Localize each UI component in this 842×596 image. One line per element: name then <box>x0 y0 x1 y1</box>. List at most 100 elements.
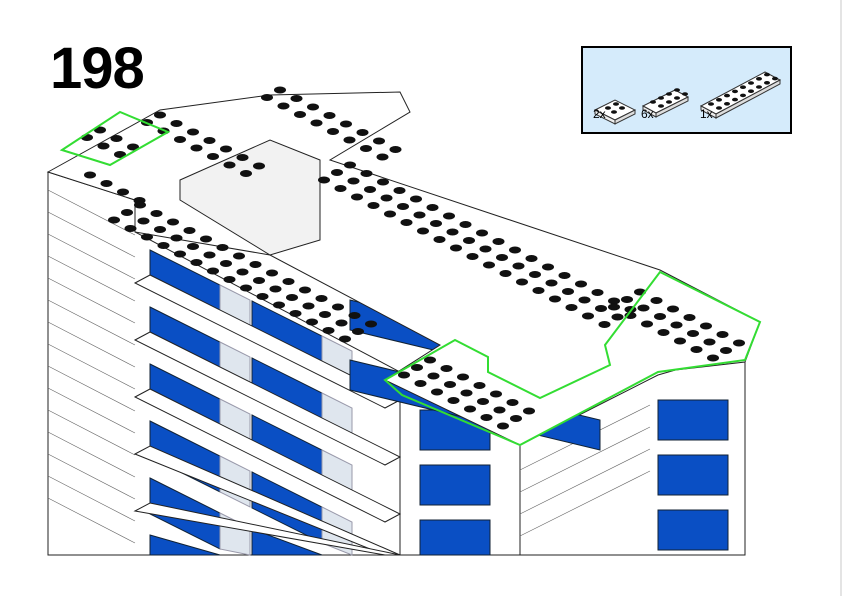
courtyard-opening <box>179 139 321 256</box>
stud <box>444 381 456 388</box>
stud <box>290 95 303 102</box>
window <box>657 399 729 441</box>
stud <box>683 314 696 321</box>
stud <box>667 305 679 313</box>
brick-line <box>47 453 136 500</box>
stud <box>315 295 328 302</box>
stud <box>506 399 519 406</box>
stud <box>360 170 373 177</box>
part-stud <box>658 104 664 108</box>
parts-callout: 2x 6x 1x <box>581 46 792 134</box>
brick-line <box>47 233 136 280</box>
stud <box>473 382 486 389</box>
stud <box>608 303 620 311</box>
parts-icons <box>593 71 782 125</box>
stud <box>200 235 212 243</box>
stud <box>492 238 505 245</box>
stud <box>621 296 633 303</box>
part-studs <box>605 72 778 114</box>
stud <box>670 321 683 329</box>
stud <box>410 195 422 203</box>
stud <box>273 301 285 309</box>
stud <box>190 144 203 152</box>
step-number: 198 <box>50 36 145 101</box>
part-stud <box>748 89 754 93</box>
stud <box>203 251 216 259</box>
stud <box>384 210 396 218</box>
part-stud <box>611 110 617 114</box>
stud <box>335 319 348 327</box>
part-stud <box>708 102 714 106</box>
stud <box>700 322 712 330</box>
stud <box>282 278 295 285</box>
stud <box>450 244 462 252</box>
stud <box>446 228 459 236</box>
stud <box>334 185 347 192</box>
brick-line <box>47 321 136 368</box>
stud <box>493 406 506 414</box>
stud <box>84 171 96 179</box>
stud <box>220 260 232 267</box>
stud <box>460 389 473 397</box>
stud <box>302 302 315 310</box>
stud <box>124 225 137 232</box>
stud <box>414 380 427 387</box>
part-stud <box>682 92 688 96</box>
stud <box>240 284 252 292</box>
stud <box>318 176 330 184</box>
stud <box>433 236 446 243</box>
stud <box>523 407 535 415</box>
stud <box>529 271 541 278</box>
stud <box>427 372 440 380</box>
stud <box>310 119 323 127</box>
part-stud <box>716 98 722 102</box>
stud <box>249 261 262 268</box>
stud <box>319 311 331 318</box>
stud <box>393 187 406 194</box>
stud <box>400 219 413 226</box>
brick-line <box>47 409 136 456</box>
stud <box>424 356 436 364</box>
part-stud <box>619 106 625 110</box>
stud <box>674 337 686 345</box>
plate-2x2-icon <box>593 99 637 125</box>
part-quantity-2x2: 2x <box>593 107 606 121</box>
stud <box>307 103 319 111</box>
stud <box>483 261 495 269</box>
stud <box>565 304 578 311</box>
stud <box>306 318 318 326</box>
stud <box>457 373 469 381</box>
window <box>251 528 323 556</box>
stud <box>532 287 545 294</box>
stud <box>497 422 509 430</box>
stud <box>365 320 377 328</box>
stud <box>344 161 356 169</box>
stud <box>141 233 153 241</box>
stud <box>110 135 123 142</box>
stud <box>134 201 146 209</box>
stud <box>294 111 306 118</box>
stud <box>654 313 666 320</box>
stud <box>261 94 273 101</box>
stud <box>289 310 302 317</box>
stud <box>411 364 423 371</box>
stud <box>127 143 139 151</box>
stud <box>157 242 170 249</box>
part-stud <box>724 102 730 106</box>
stud <box>591 289 604 296</box>
stud <box>347 177 360 185</box>
stud <box>525 255 538 262</box>
stud <box>220 145 232 153</box>
stud <box>397 203 409 210</box>
stud <box>322 327 335 334</box>
part-quantity-2x4: 6x <box>641 107 654 121</box>
stud <box>339 335 351 343</box>
stud <box>108 216 120 224</box>
stud <box>413 211 426 219</box>
brick-line <box>47 365 136 412</box>
stud <box>480 414 493 421</box>
highlight-plate-2x2 <box>59 110 171 167</box>
stud <box>216 244 229 251</box>
stud <box>256 293 269 300</box>
stud <box>233 252 245 260</box>
